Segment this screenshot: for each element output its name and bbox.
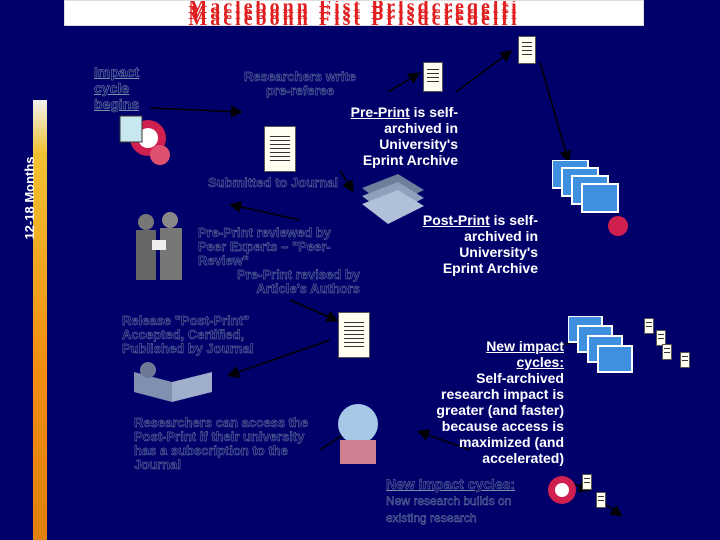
new-impact-2-term: New impact cycles: [386, 476, 516, 492]
released-label: Release "Post-Print" Accepted, Certified… [122, 313, 254, 356]
new-impact-2-rest: New research builds on existing research [386, 494, 512, 525]
researchers-write-label: Researchers write pre-referee [243, 69, 356, 98]
pre-print-document-icon [264, 126, 296, 172]
peer-experts-icon [136, 212, 182, 280]
peer-review-label: Pre-Print reviewed by Peer Experts – "Pe… [198, 225, 331, 268]
student-reading-icon [338, 404, 378, 464]
timeline-bar [33, 100, 47, 540]
computer-users-icon [552, 160, 628, 236]
researchers-access-label: Researchers can access the Post-Print if… [134, 415, 309, 472]
post-print-term: Post-Print [422, 212, 490, 228]
impact-cycle-label: Impact cycle begins [94, 64, 140, 113]
journal-stack-icon [362, 174, 424, 224]
post-print-document-icon [338, 312, 370, 358]
diagram-title: Maclebonn Fist Prlsdcreqelfi [188, 2, 520, 24]
more-computers-icon [568, 316, 633, 373]
impact-doc-icon-1 [644, 318, 654, 334]
title-banner: Maclebonn Fist Prlsdcreqelfi [64, 0, 644, 26]
pre-print-rest: is self-archived in University's Eprint … [362, 104, 458, 168]
new-impact-cycles-2-label: New impact cycles: New research builds o… [386, 476, 536, 526]
impact-doc-icon-5 [582, 474, 592, 490]
impact-doc-icon-4 [680, 352, 690, 368]
pre-print-term: Pre-Print [350, 104, 410, 120]
submitted-label: Submitted to Journal [208, 175, 338, 190]
new-impact-heading: New impact cycles: [486, 338, 564, 370]
revised-label: Pre-Print revised by Article's Authors [237, 267, 360, 296]
impact-doc-icon-6 [596, 492, 606, 508]
self-archived-impact-label: Self-archived research impact is greater… [436, 370, 564, 466]
post-print-self-archived-label: Post-Print is self-archived in Universit… [418, 212, 538, 276]
impact-doc-icon-2 [656, 330, 666, 346]
archive-document-icon [423, 62, 443, 92]
researcher-icon-1 [119, 115, 170, 165]
impact-doc-icon-3 [662, 344, 672, 360]
open-journal-icon [134, 362, 212, 402]
pre-print-self-archived-label: Pre-Print is self-archived in University… [336, 104, 458, 168]
archive-document-icon-2 [518, 36, 536, 64]
researcher-icon-2 [548, 476, 576, 504]
post-print-rest: is self-archived in University's Eprint … [442, 212, 538, 276]
